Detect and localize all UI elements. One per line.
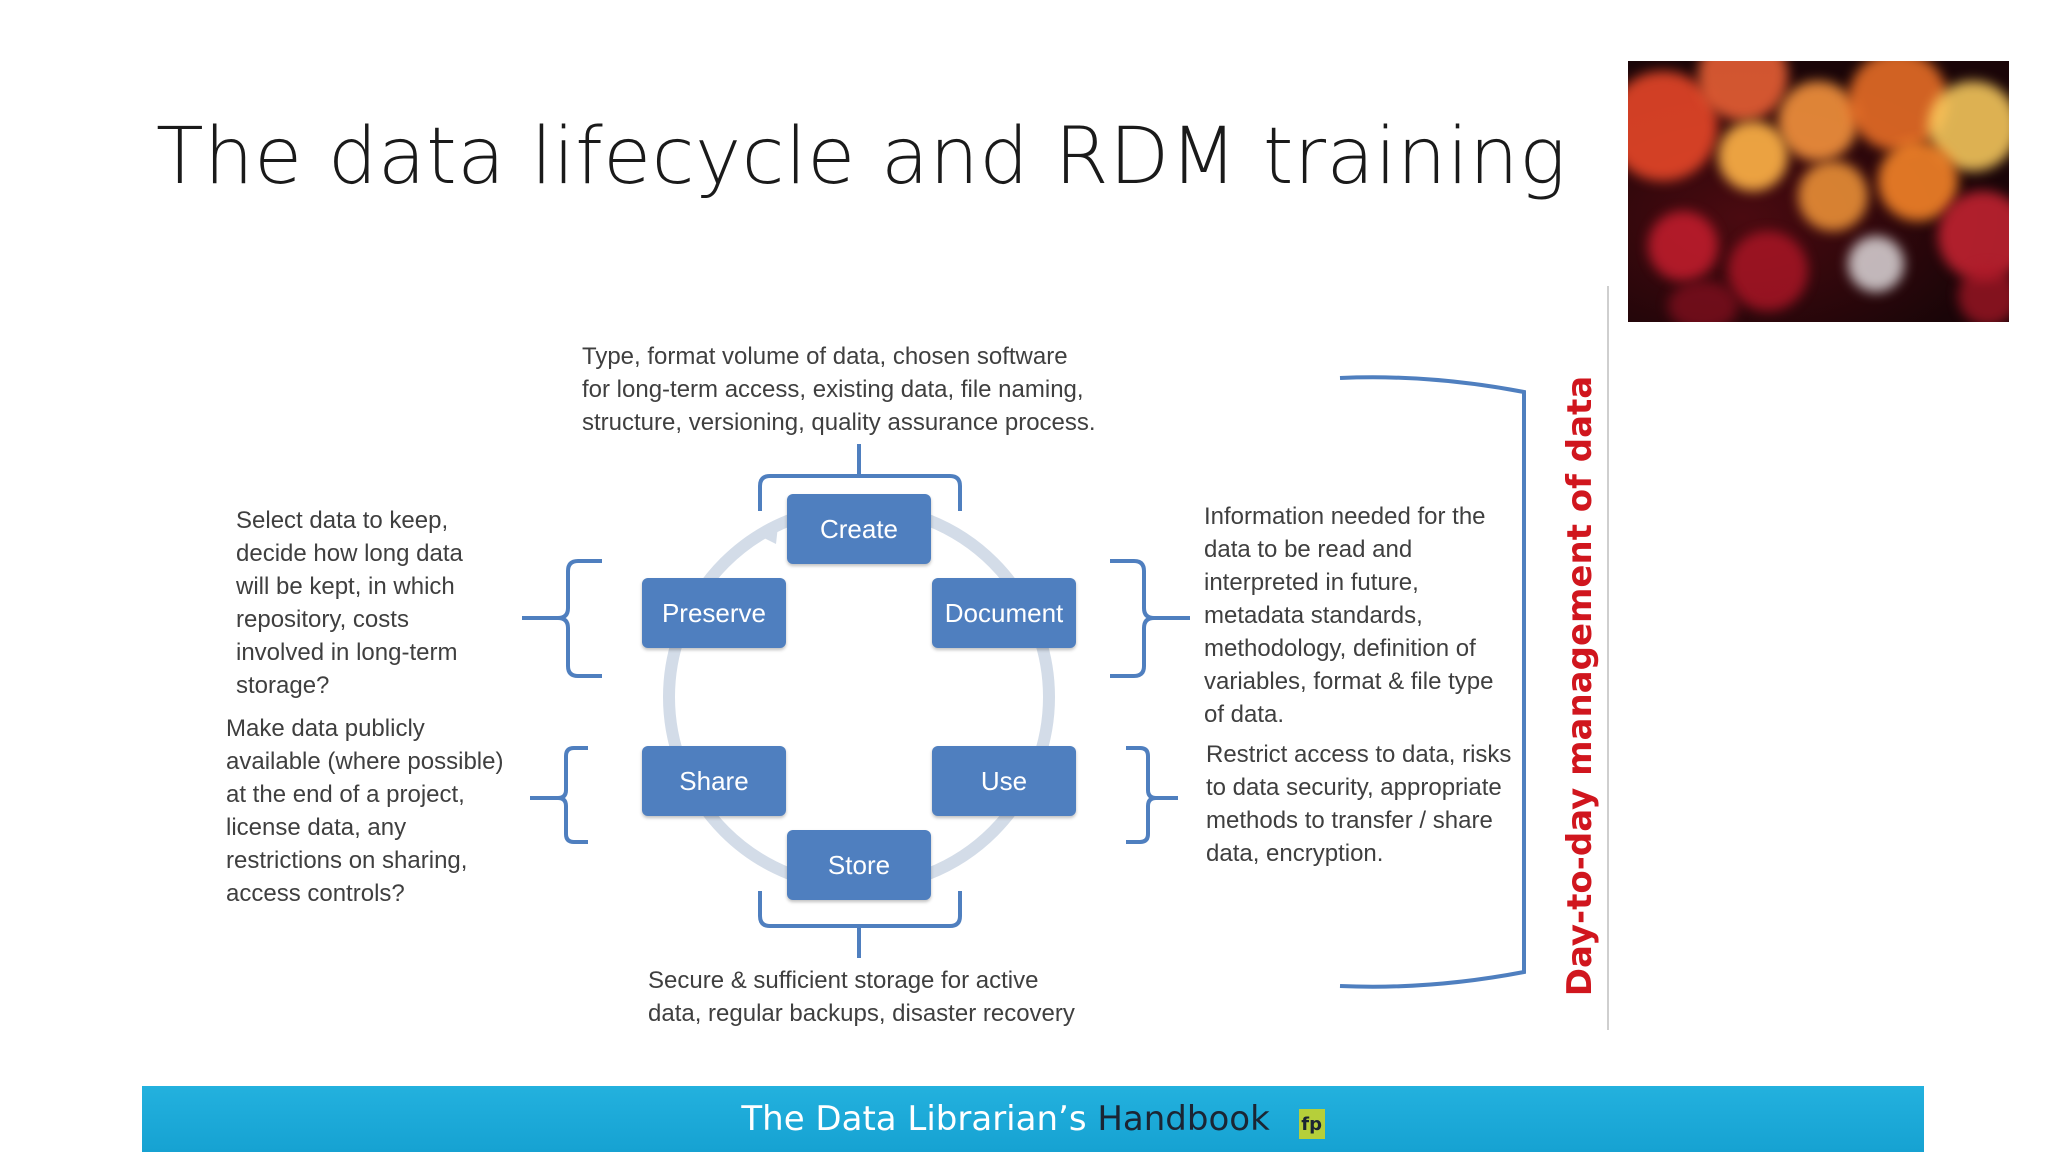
footer-banner: The Data Librarian’s Handbook fp — [142, 1086, 1924, 1152]
stage-share: Share — [642, 746, 786, 816]
day-to-day-bracket — [1339, 375, 1526, 989]
document-note: Information needed for the data to be re… — [1204, 503, 1494, 728]
data-lifecycle-figure: Type, format volume of data, chosen soft… — [226, 286, 1610, 1030]
stage-document: Document — [932, 578, 1076, 648]
stage-use: Use — [932, 746, 1076, 816]
share-brace — [530, 746, 588, 844]
footer-title-bold: Handbook — [1097, 1098, 1270, 1139]
create-note: Type, format volume of data, chosen soft… — [582, 343, 1096, 436]
day-to-day-label: Day-to-day management of data — [1560, 375, 1600, 997]
use-note: Restrict access to data, risks to data s… — [1206, 741, 1512, 867]
stage-store: Store — [787, 830, 931, 900]
publisher-logo-icon: fp — [1298, 1109, 1325, 1140]
share-note: Make data publicly available (where poss… — [226, 715, 504, 907]
footer-title: The Data Librarian’s Handbook fp — [741, 1098, 1325, 1140]
bokeh-photo — [1628, 61, 2009, 322]
footer-title-light: The Data Librarian’s — [741, 1098, 1087, 1139]
preserve-note: Select data to keep, decide how long dat… — [236, 507, 463, 699]
store-note: Secure & sufficient storage for active d… — [648, 967, 1075, 1027]
use-brace — [1126, 746, 1178, 844]
preserve-brace — [522, 559, 602, 678]
stage-preserve: Preserve — [642, 578, 786, 648]
slide-title: The data lifecycle and RDM training — [156, 112, 1567, 202]
cycle-arrowhead — [760, 526, 778, 544]
stage-create: Create — [787, 494, 931, 564]
document-brace — [1110, 559, 1190, 678]
